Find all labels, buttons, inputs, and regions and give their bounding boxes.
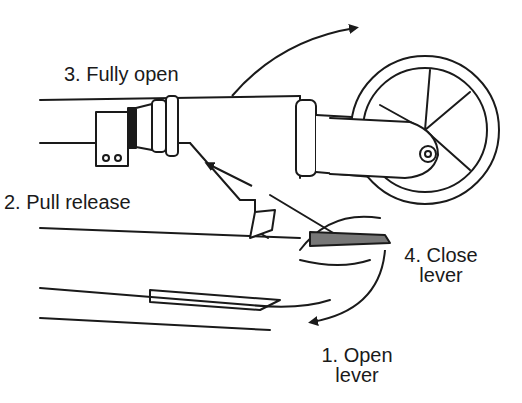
fold-lever xyxy=(310,232,390,246)
fork-leg xyxy=(330,118,438,178)
step-label: 3. Fully open xyxy=(64,64,264,84)
clamp-screw xyxy=(115,155,121,161)
collar-ring xyxy=(152,100,166,152)
open-arrow xyxy=(232,28,355,96)
step-label: 2. Pull release xyxy=(4,192,204,212)
collar-ring xyxy=(128,108,136,148)
release-trigger xyxy=(250,210,275,238)
deck-stripe xyxy=(150,290,280,310)
hub-axle xyxy=(425,151,431,157)
head-tube xyxy=(190,143,255,200)
pull-arrow xyxy=(208,164,252,186)
deck-bottom xyxy=(40,318,270,330)
lever-arrow xyxy=(312,250,385,322)
head-cup xyxy=(296,100,316,176)
step-label: 1. Open lever xyxy=(318,345,396,385)
wheel-hub xyxy=(420,146,436,162)
hinge-arc xyxy=(300,260,370,265)
collar-ring xyxy=(166,96,178,156)
collar-nut xyxy=(136,104,152,150)
clamp-screw xyxy=(103,155,109,161)
step-label: 4. Close lever xyxy=(398,245,484,285)
clamp-block xyxy=(96,112,128,166)
